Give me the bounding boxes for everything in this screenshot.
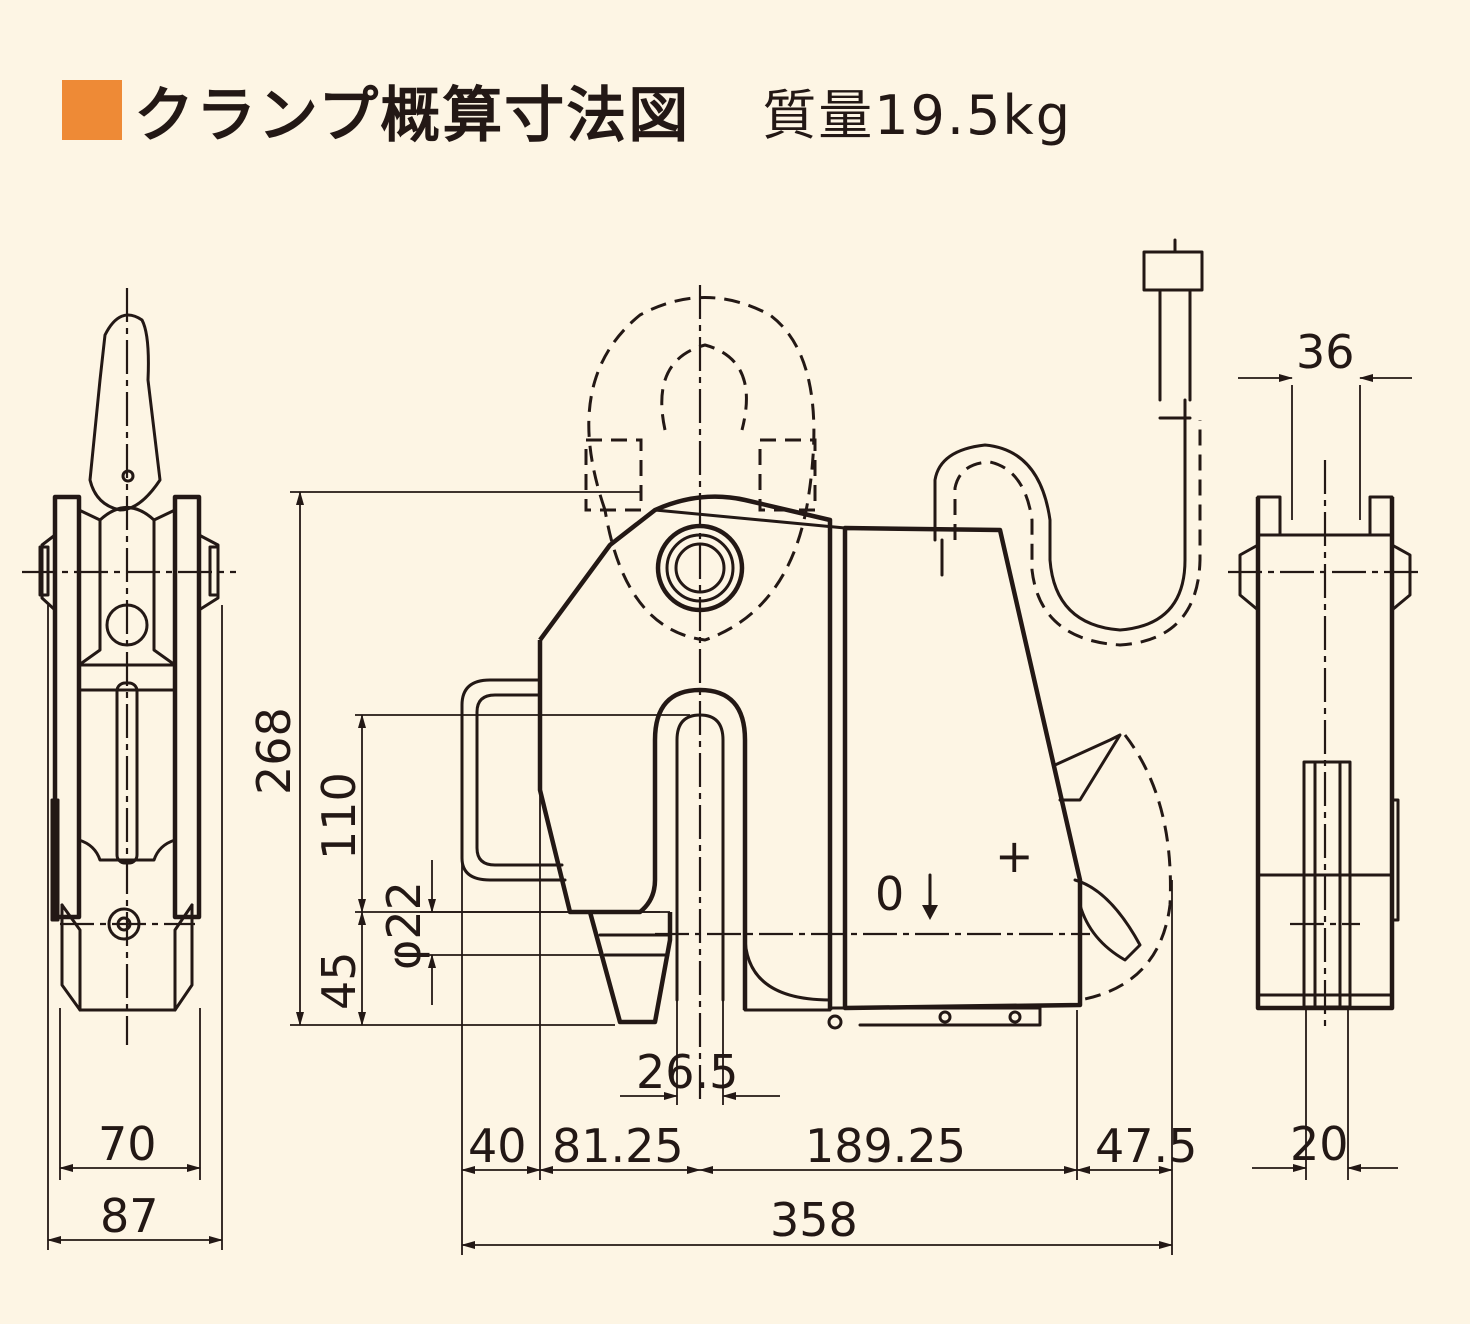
- drawing-header: クランプ概算寸法図 質量19.5kg: [62, 70, 1072, 151]
- rear-view: [1228, 460, 1420, 1030]
- dim-81-25: 81.25: [552, 1119, 684, 1173]
- dim-26-5: 26.5: [636, 1045, 738, 1099]
- dim-45: 45: [312, 951, 366, 1010]
- dim-189-25: 189.25: [805, 1119, 966, 1173]
- weight-label: 質量19.5kg: [762, 83, 1072, 147]
- dim-40: 40: [468, 1119, 527, 1173]
- title-marker-square: [62, 80, 122, 140]
- dim-20: 20: [1290, 1117, 1349, 1171]
- dim-268: 268: [247, 707, 301, 795]
- dim-110: 110: [312, 772, 366, 860]
- drawing-title: クランプ概算寸法図: [134, 80, 691, 151]
- front-view: 0 +: [460, 238, 1204, 1100]
- dimensions: 70 87 268 110 45 φ22 26.5: [47, 325, 1412, 1255]
- dim-47-5: 47.5: [1095, 1119, 1197, 1173]
- dim-87: 87: [100, 1189, 159, 1243]
- side-view: [22, 288, 236, 1045]
- dim-70: 70: [98, 1117, 157, 1171]
- dim-36: 36: [1296, 325, 1355, 379]
- dim-phi22: φ22: [377, 881, 431, 970]
- direction-mark-label: 0: [875, 867, 904, 921]
- plus-mark: +: [995, 829, 1034, 883]
- dim-358: 358: [770, 1193, 858, 1247]
